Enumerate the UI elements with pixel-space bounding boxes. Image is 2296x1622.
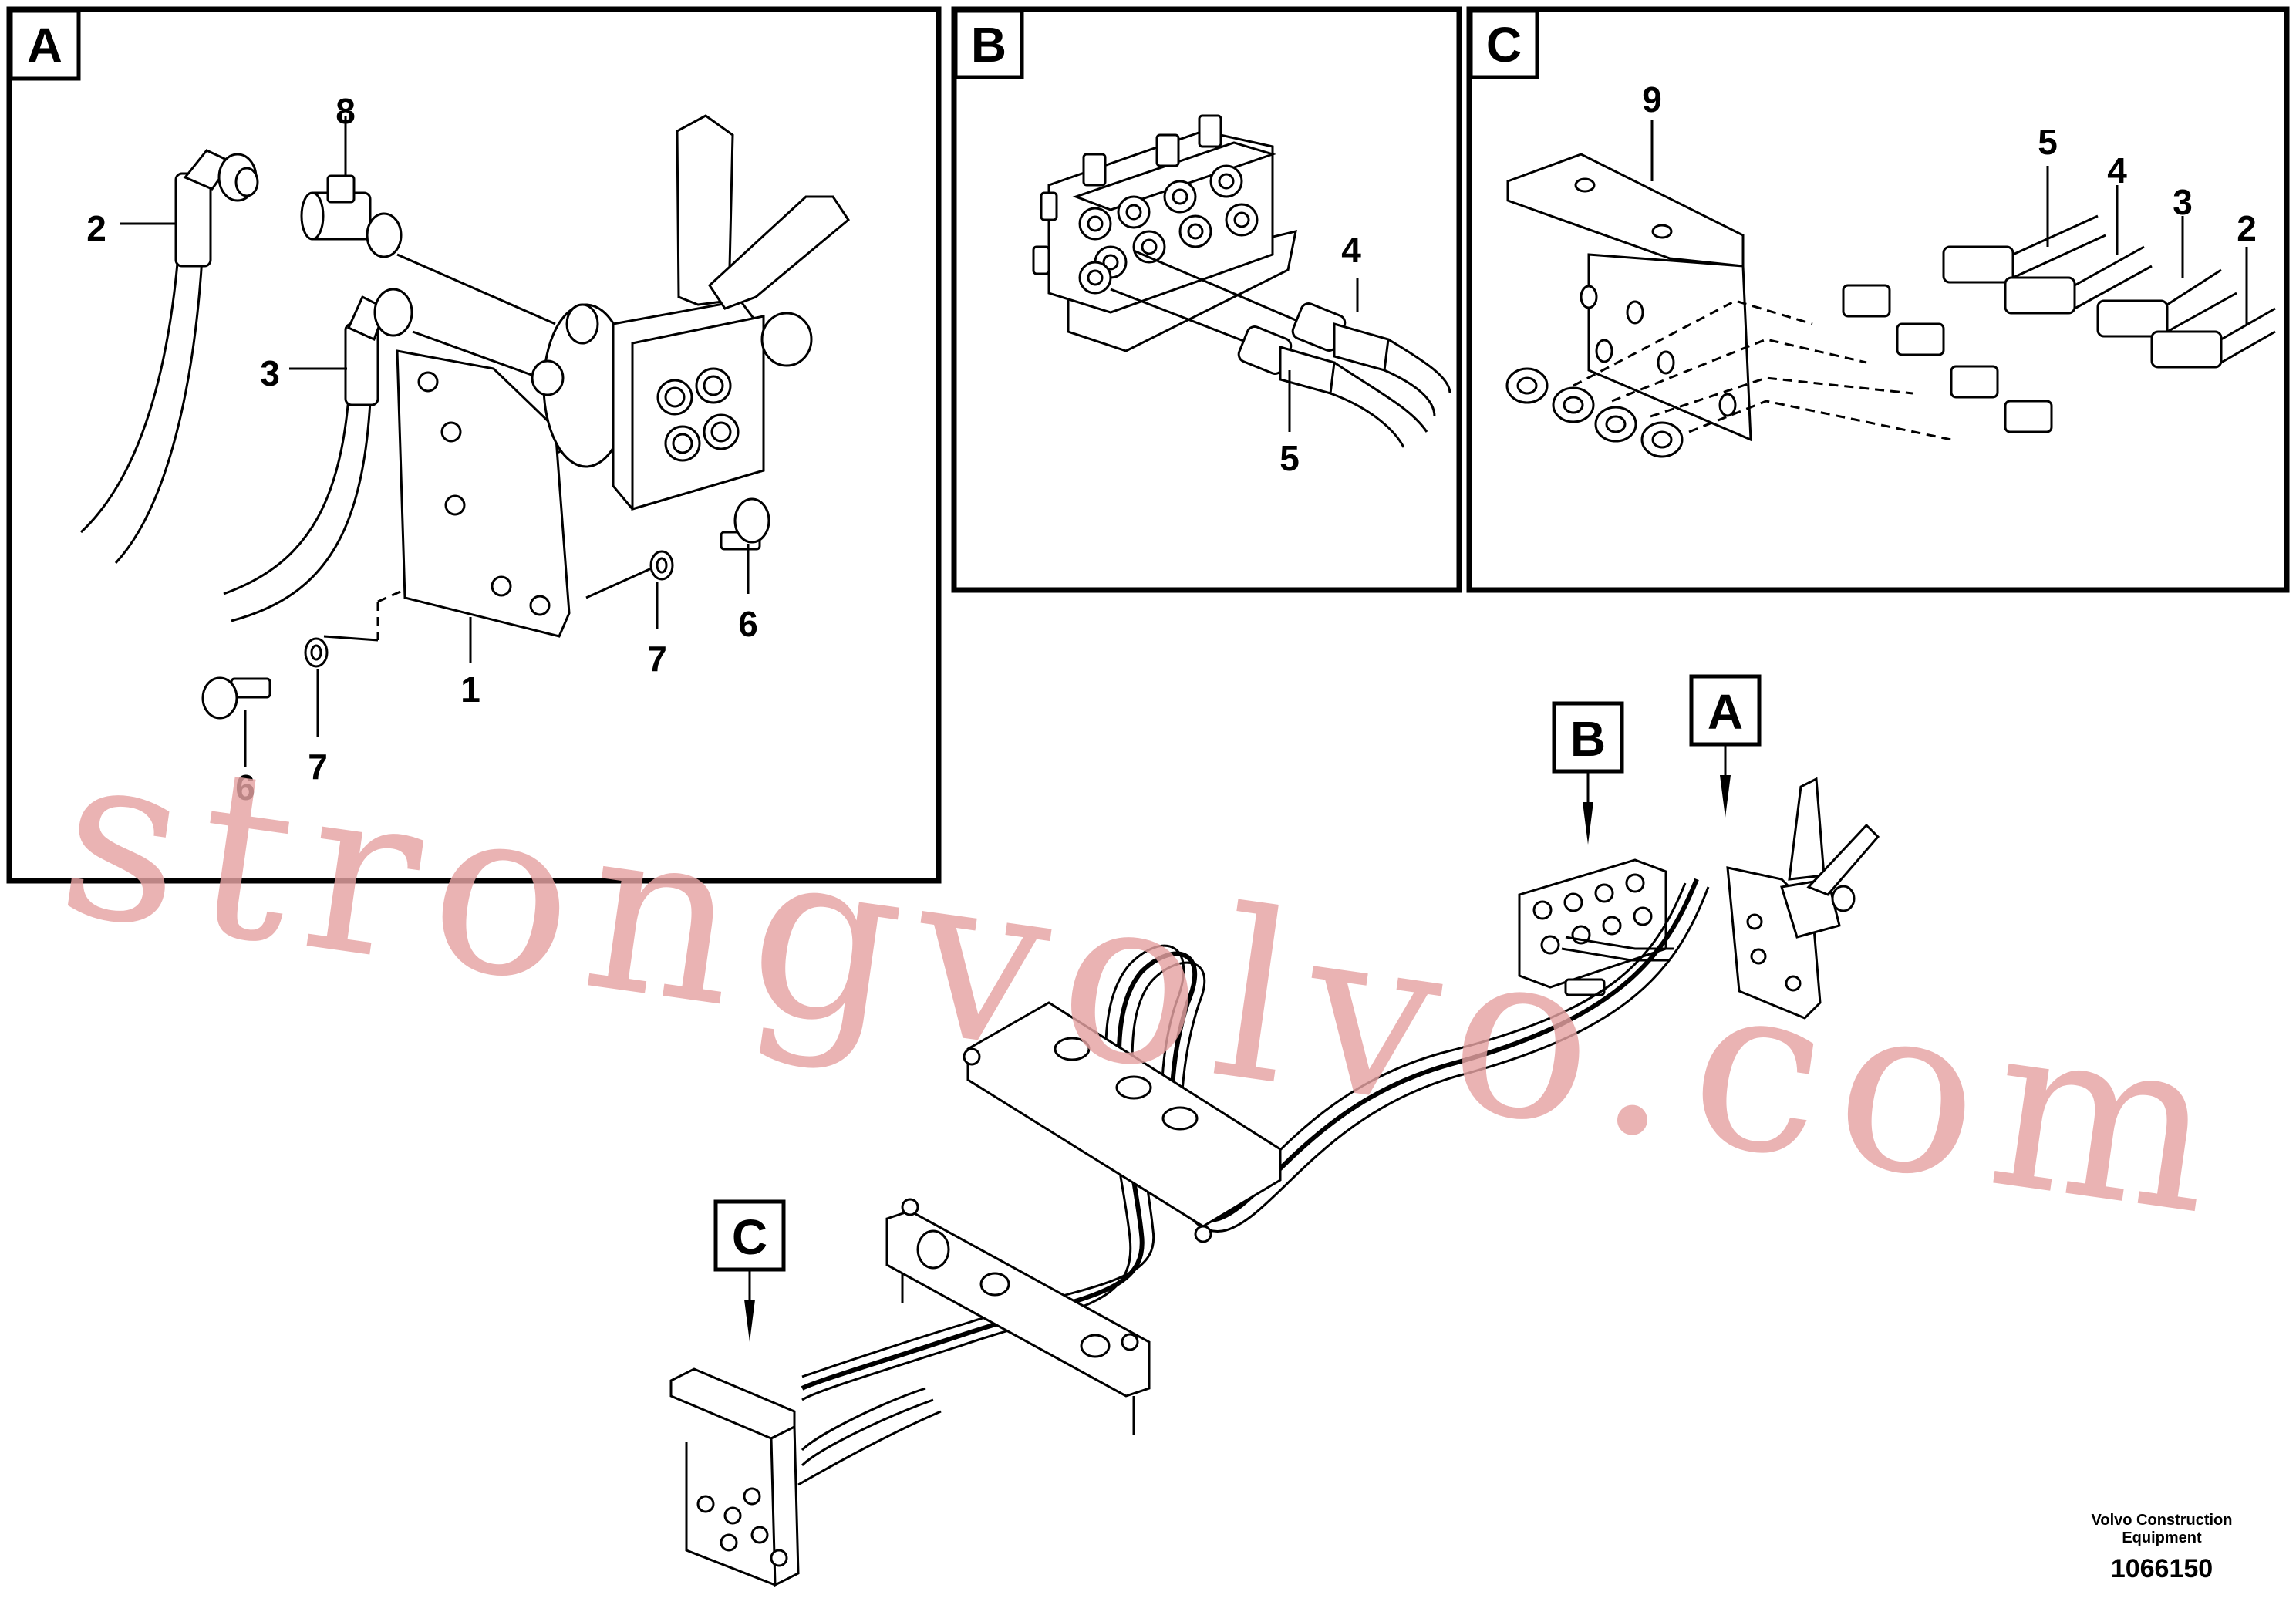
overview-clamp-lower-drawing: [885, 1198, 1151, 1435]
tee-fitting-8-drawing: [300, 174, 403, 258]
manifold-block-drawing: [1032, 114, 1297, 352]
panel-c: C: [1466, 6, 2290, 593]
overview-assembly: B A C: [669, 674, 1880, 1587]
svg-text:C: C: [732, 1209, 767, 1265]
callout-1: 1: [460, 669, 480, 710]
credit-line-2: Equipment: [2122, 1529, 2202, 1546]
bracket-9-drawing: [1506, 153, 1752, 442]
hose-4-5-drawing: [1110, 249, 1451, 448]
credit-line-1: Volvo Construction: [2092, 1512, 2233, 1529]
callout-3: 3: [260, 353, 280, 393]
overview-manifold-b-drawing: [1518, 858, 1667, 996]
callout-2: 2: [86, 208, 106, 248]
callout-2: 2: [2237, 208, 2257, 248]
callout-5: 5: [1279, 438, 1300, 478]
panel-a-label: A: [27, 18, 62, 73]
overview-clamp-upper-drawing: [963, 1001, 1282, 1243]
overview-bracket-c-drawing: [669, 1367, 942, 1587]
overview-valve-a-drawing: [1726, 777, 1880, 1020]
plate-1-drawing: [396, 349, 571, 638]
panel-a: A: [6, 6, 942, 884]
drawing-number: 1066150: [2111, 1554, 2213, 1583]
callout-6: 6: [235, 767, 255, 808]
bolt-washer-left-drawing: [201, 637, 329, 720]
panel-b: B: [951, 6, 1462, 593]
hose-fittings-c-drawing: [1842, 214, 2276, 433]
callout-8: 8: [335, 91, 356, 131]
bolt-washer-right-drawing: [649, 497, 770, 581]
overview-callout-b: B: [1552, 701, 1624, 845]
callout-3: 3: [2173, 182, 2193, 222]
callout-9: 9: [1642, 79, 1662, 120]
svg-text:A: A: [1708, 684, 1743, 740]
credit-block: Volvo Construction Equipment 1066150: [2092, 1512, 2233, 1583]
callout-7: 7: [647, 639, 667, 679]
panel-c-label: C: [1486, 17, 1522, 73]
overview-callout-a: A: [1689, 674, 1762, 818]
overview-callout-c: C: [713, 1199, 786, 1342]
callout-6: 6: [738, 604, 758, 644]
hose-2-drawing: [79, 149, 259, 565]
callout-4: 4: [1341, 230, 1361, 270]
svg-text:B: B: [1570, 711, 1606, 767]
hose-3-drawing: [223, 288, 413, 622]
callout-4: 4: [2107, 150, 2127, 191]
callout-7: 7: [308, 747, 328, 787]
control-valve-drawing: [531, 114, 850, 511]
callout-5: 5: [2038, 122, 2058, 162]
panel-b-label: B: [971, 17, 1006, 73]
nuts-drawing: [1505, 367, 1684, 458]
